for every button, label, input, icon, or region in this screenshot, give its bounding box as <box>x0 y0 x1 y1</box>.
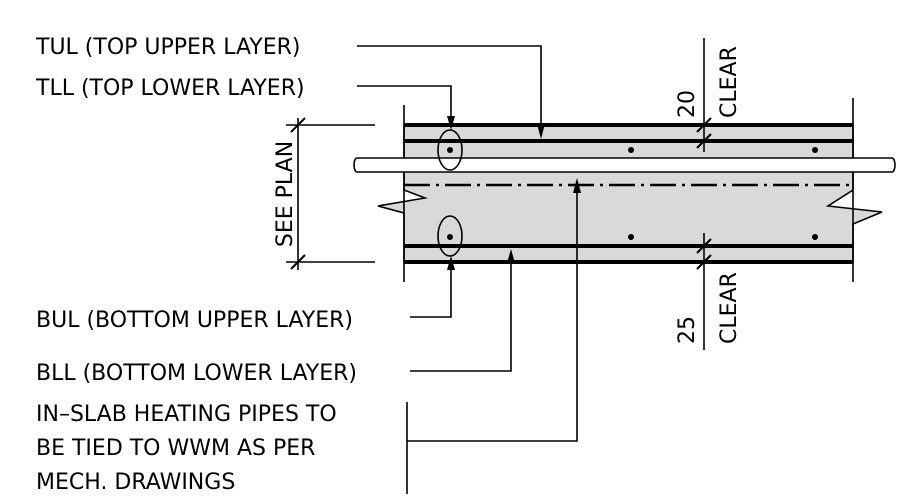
bll-leader <box>410 263 512 372</box>
bul-arrowhead <box>447 256 455 270</box>
top-lower-layer-bar <box>447 147 453 153</box>
bll-label: BLL (BOTTOM LOWER LAYER) <box>36 361 357 386</box>
tul-label: TUL (TOP UPPER LAYER) <box>35 35 301 60</box>
bottom-upper-layer-bar <box>812 234 818 240</box>
pipes-note-line-3: MECH. DRAWINGS <box>36 470 235 495</box>
bottom-clear-tick-upper <box>696 238 712 254</box>
heating-pipe <box>353 157 896 173</box>
tll-callout-ellipse <box>437 129 463 171</box>
top-clear-tick-lower <box>696 133 712 149</box>
tll-label: TLL (TOP LOWER LAYER) <box>35 76 305 101</box>
bul-label: BUL (BOTTOM UPPER LAYER) <box>36 308 353 333</box>
top-clear-value: 20 <box>675 90 700 118</box>
tll-leader <box>357 85 452 116</box>
bottom-upper-layer-bar <box>447 234 453 240</box>
pipes-arrowhead <box>573 178 581 193</box>
bottom-upper-layer-bar <box>628 234 634 240</box>
bul-leader <box>410 270 452 318</box>
pipes-leader <box>407 193 578 442</box>
see-plan-label: SEE PLAN <box>273 141 298 247</box>
pipes-note-line-1: IN–SLAB HEATING PIPES TO <box>36 402 337 427</box>
pipes-note-line-2: BE TIED TO WWM AS PER <box>36 436 315 461</box>
bottom-clear-tick-lower <box>696 254 712 270</box>
tul-arrowhead <box>537 124 545 139</box>
top-clear-word: CLEAR <box>717 46 742 118</box>
bottom-clear-value: 25 <box>675 316 700 344</box>
slab-section <box>377 124 883 263</box>
bottom-clear-word: CLEAR <box>717 272 742 344</box>
tll-arrowhead <box>447 116 455 130</box>
bul-callout-ellipse <box>437 215 463 257</box>
see-plan-tick-bottom <box>290 254 306 270</box>
top-lower-layer-bar <box>812 147 818 153</box>
see-plan-tick-top <box>290 117 306 133</box>
top-clear-tick-upper <box>696 117 712 133</box>
bll-arrowhead <box>507 249 515 263</box>
tul-leader <box>357 45 542 124</box>
top-lower-layer-bar <box>628 147 634 153</box>
